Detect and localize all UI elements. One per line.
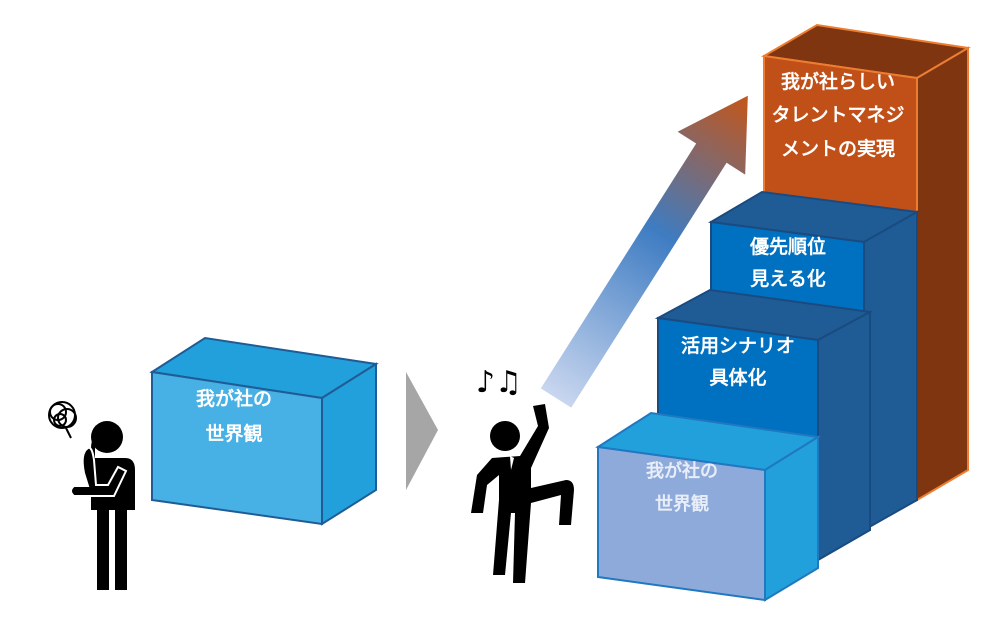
step-4-line-1: 我が社らしい [781, 70, 895, 93]
staircase [595, 23, 971, 602]
chevron-right-icon [406, 372, 438, 490]
step-1-line-1: 我が社の [646, 460, 718, 482]
step-4-line-3: メントの実現 [781, 137, 895, 160]
left-box-line-2: 世界観 [205, 422, 262, 445]
step-3-line-2: 見える化 [750, 267, 825, 290]
left-box-line-1: 我が社の [196, 387, 272, 410]
confused-person-icon [48, 401, 135, 590]
happy-person-icon: ♪♫ [471, 365, 574, 583]
music-notes-icon: ♪♫ [476, 365, 522, 400]
step-3-line-1: 優先順位 [749, 235, 826, 258]
step-1-block [595, 411, 821, 602]
growth-arrow-icon [540, 95, 748, 408]
step-2-line-2: 具体化 [709, 366, 766, 389]
step-2-line-1: 活用シナリオ [681, 334, 795, 357]
scribble-icon [48, 401, 77, 439]
step-1-line-2: 世界観 [655, 493, 709, 515]
worldview-box [149, 336, 379, 526]
step-4-line-2: タレントマネジ [771, 104, 904, 126]
